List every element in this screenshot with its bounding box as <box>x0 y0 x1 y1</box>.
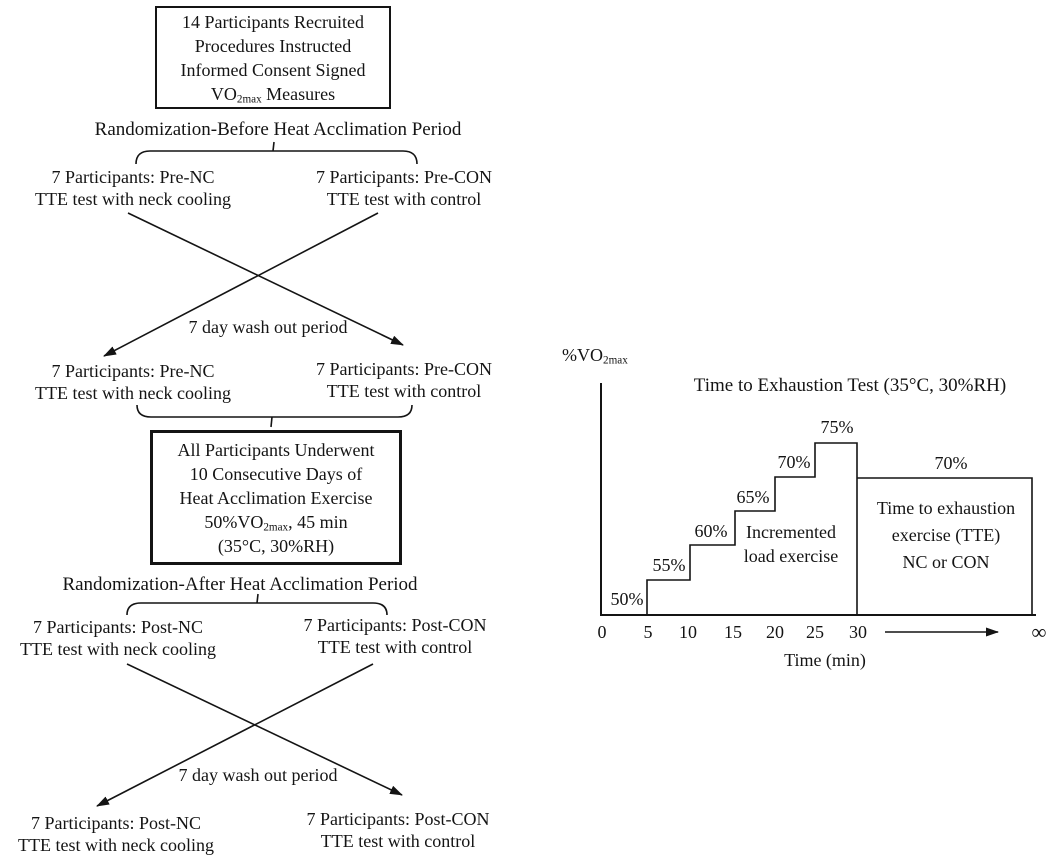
branch-post-nc-1: 7 Participants: Post-NC TTE test with ne… <box>20 617 216 659</box>
chart-axes <box>600 383 1036 616</box>
vo2max-subscript: 2max <box>263 521 289 534</box>
x-tick-30: 30 <box>849 622 867 642</box>
branch-pre-nc-2: 7 Participants: Pre-NC TTE test with nec… <box>35 361 231 403</box>
recruitment-vo2max-line: VO2max Measures <box>210 83 336 106</box>
washout-label-1: 7 day wash out period <box>188 317 348 337</box>
branch-post-con-1: 7 Participants: Post-CON TTE test with c… <box>303 615 487 657</box>
randomization-before-heading: Randomization-Before Heat Acclimation Pe… <box>94 119 462 140</box>
vo2max-subscript: 2max <box>603 354 628 367</box>
acclimation-line: Heat Acclimation Exercise <box>179 487 373 508</box>
acclimation-conditions-line: (35°C, 30%RH) <box>217 535 335 556</box>
branch-pre-nc-1: 7 Participants: Pre-NC TTE test with nec… <box>35 167 231 209</box>
washout-label-2: 7 day wash out period <box>178 765 338 785</box>
x-tick-15: 15 <box>724 622 742 642</box>
acclimation-line: All Participants Underwent <box>177 439 375 460</box>
step-label-70: 70% <box>777 452 811 472</box>
tte-box-label: Time to exhaustion exercise (TTE) NC or … <box>876 498 1016 572</box>
branch-post-nc-2: 7 Participants: Post-NC TTE test with ne… <box>18 813 214 855</box>
x-tick-10: 10 <box>679 622 697 642</box>
chart-title: Time to Exhaustion Test (35°C, 30%RH) <box>693 375 1007 396</box>
merge-bracket <box>136 404 413 428</box>
chart-x-axis-label: Time (min) <box>784 650 866 670</box>
step-label-65: 65% <box>736 487 770 507</box>
tte-plateau-label: 70% <box>934 453 968 473</box>
randomization-after-heading: Randomization-After Heat Acclimation Per… <box>62 574 418 595</box>
x-tick-5: 5 <box>643 622 653 642</box>
branch-pre-con-1: 7 Participants: Pre-CON TTE test with co… <box>316 167 492 209</box>
recruitment-line: Procedures Instructed <box>194 35 352 56</box>
step-label-60: 60% <box>694 521 728 541</box>
recruitment-box: 14 Participants Recruited Procedures Ins… <box>155 6 391 109</box>
split-bracket-after <box>126 593 388 616</box>
split-bracket-before <box>135 141 418 165</box>
branch-post-con-2: 7 Participants: Post-CON TTE test with c… <box>306 809 490 851</box>
crossover-arrows-before <box>103 212 404 357</box>
step-label-55: 55% <box>652 555 686 575</box>
x-tick-25: 25 <box>806 622 824 642</box>
infinity-symbol: ∞ <box>1031 620 1047 644</box>
tte-region-box <box>857 477 1033 615</box>
acclimation-vo2max-line: 50%VO2max, 45 min <box>204 511 348 534</box>
x-tick-0: 0 <box>597 622 607 642</box>
step-curve <box>646 442 858 615</box>
recruitment-line: 14 Participants Recruited <box>182 11 364 32</box>
chart-y-axis-label: %VO2max <box>562 345 628 367</box>
acclimation-box: All Participants Underwent 10 Consecutiv… <box>150 430 402 565</box>
crossover-arrows-after <box>96 663 403 807</box>
incremented-load-label: Incremented load exercise <box>743 522 839 566</box>
step-label-50: 50% <box>610 589 644 609</box>
acclimation-line: 10 Consecutive Days of <box>189 463 363 484</box>
vo2max-subscript: 2max <box>236 93 262 106</box>
branch-pre-con-2: 7 Participants: Pre-CON TTE test with co… <box>316 359 492 401</box>
x-tick-20: 20 <box>766 622 784 642</box>
recruitment-line: Informed Consent Signed <box>180 59 366 80</box>
step-label-75: 75% <box>820 417 854 437</box>
